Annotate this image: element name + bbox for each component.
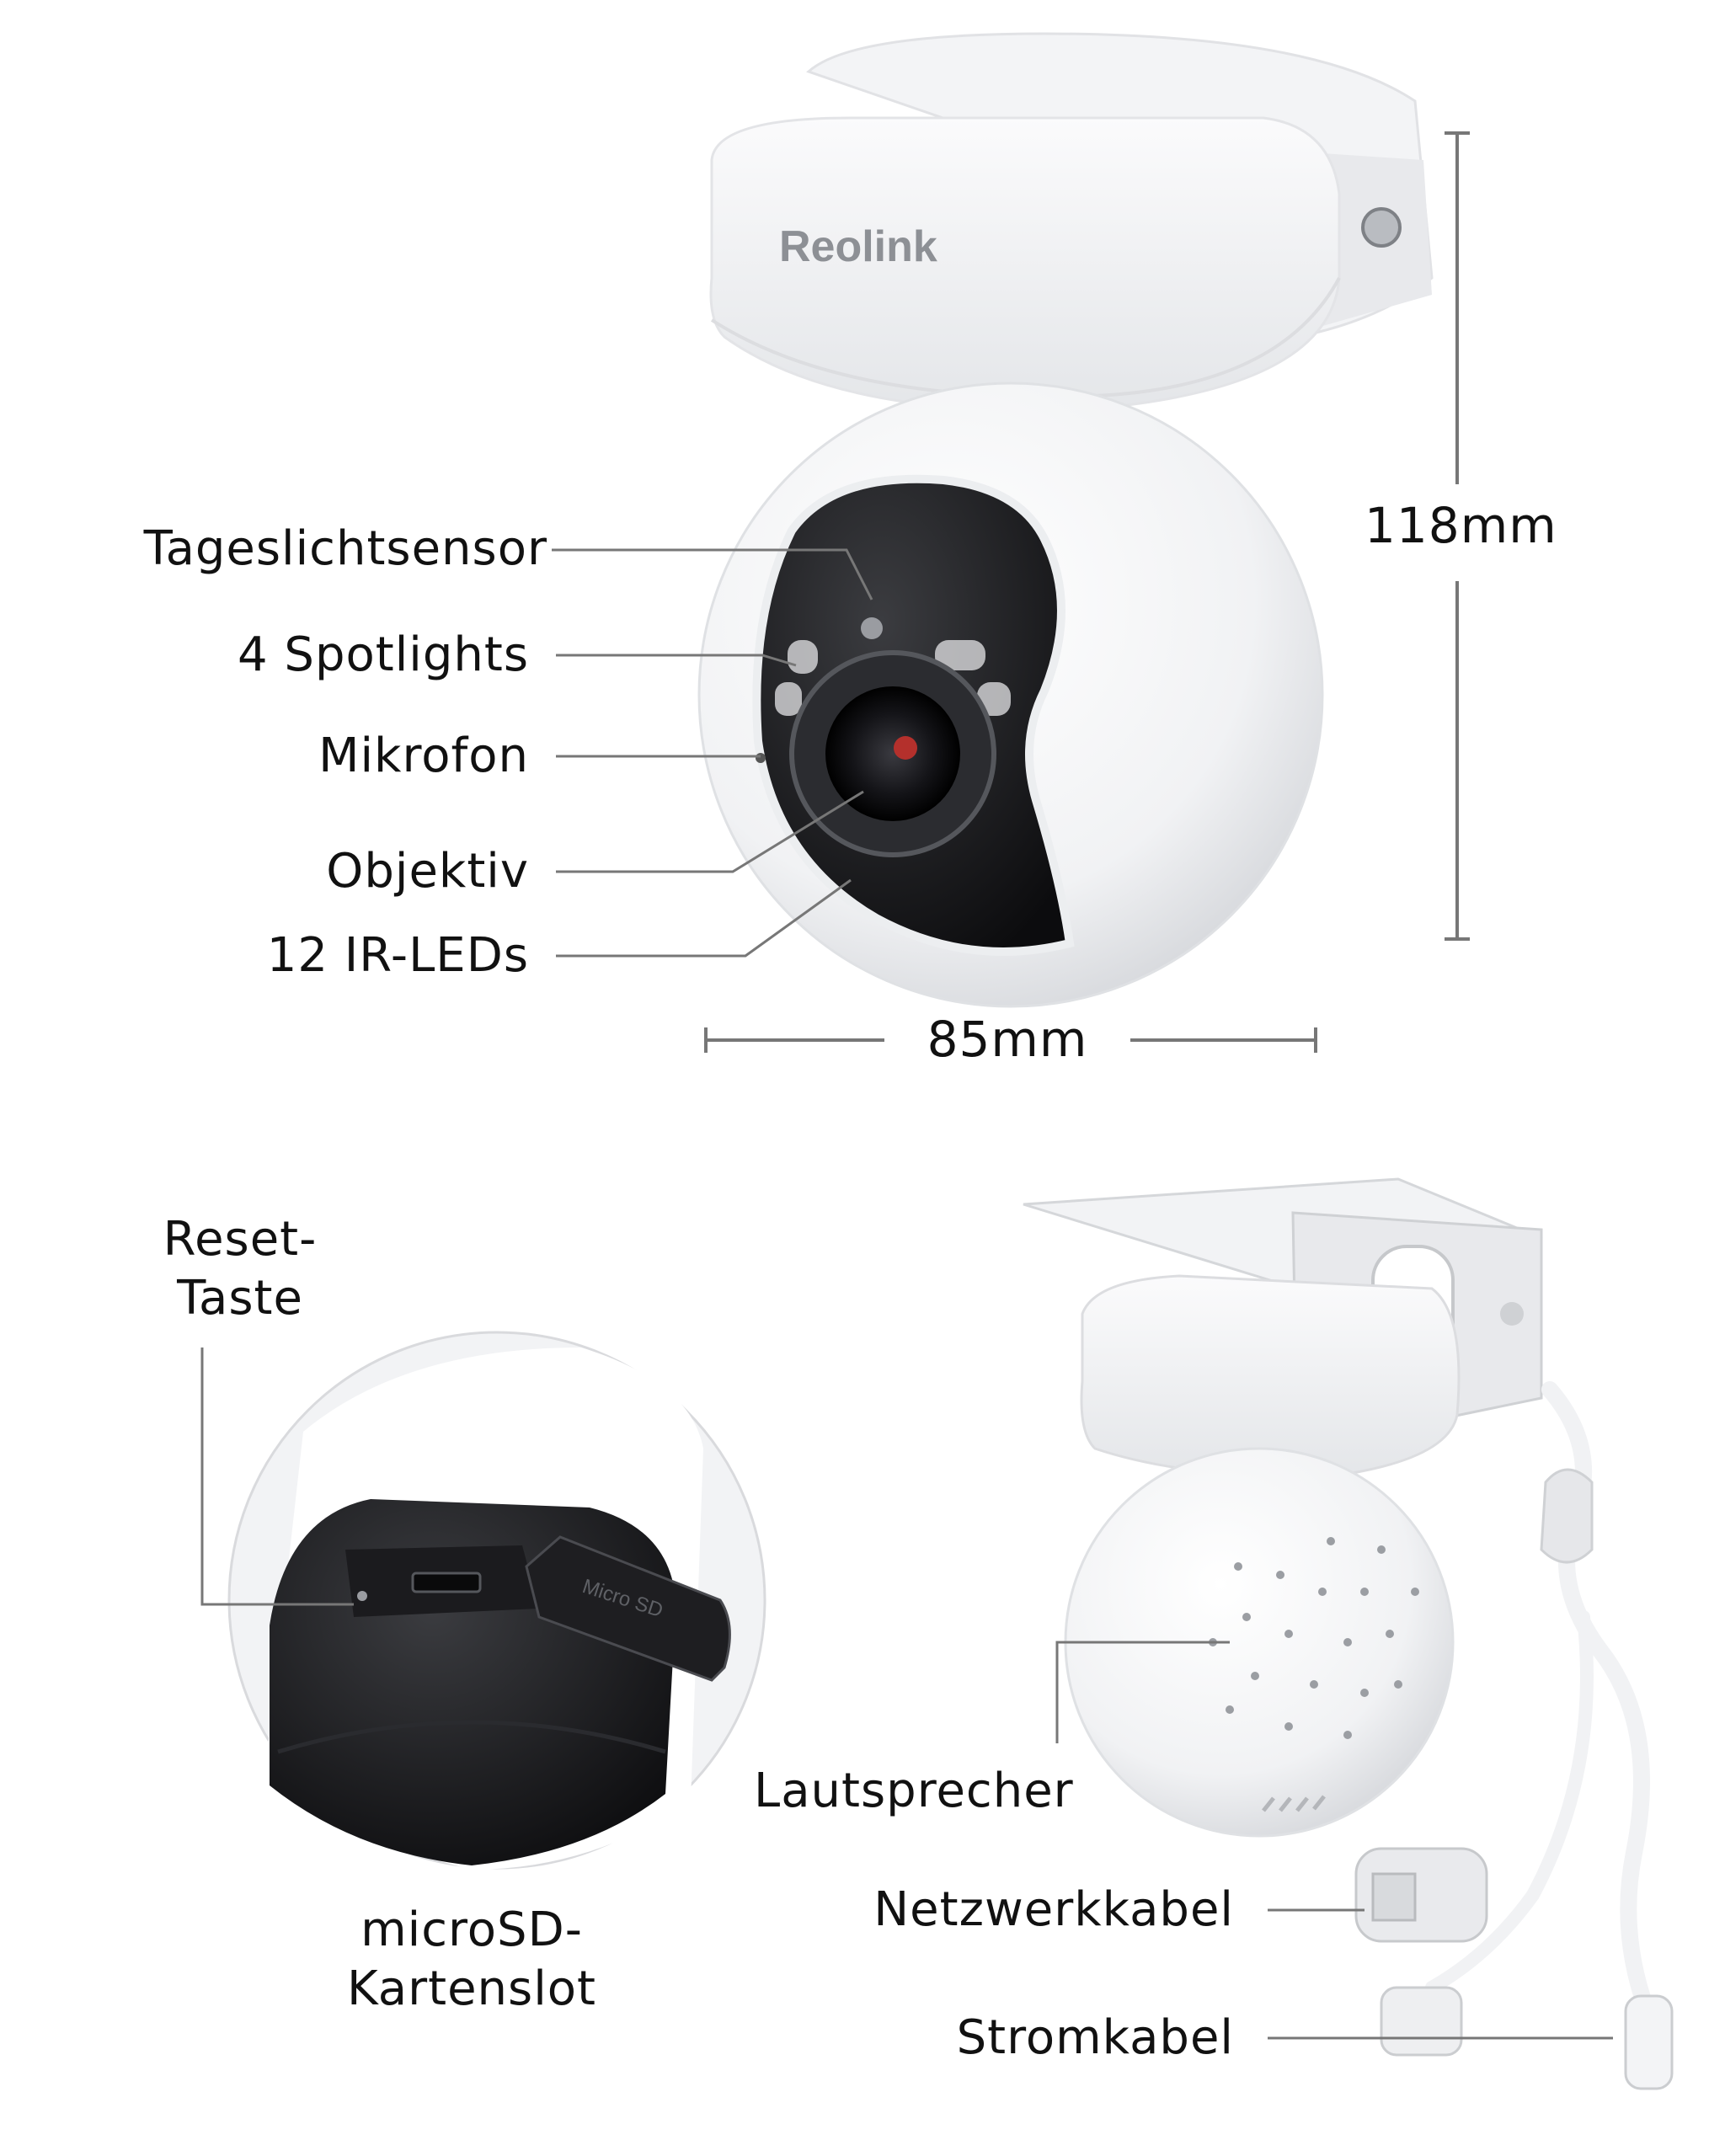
brand-logo: Reolink <box>779 222 937 271</box>
speaker-grille <box>1209 1537 1419 1739</box>
power-connector <box>1624 1994 1674 2090</box>
label-microsd-line1: microSD- <box>360 1903 583 1957</box>
mount-screw-icon <box>1361 207 1402 248</box>
microphone <box>756 753 766 763</box>
dimension-width-label: 85mm <box>927 1011 1088 1068</box>
callout-lines-bottom <box>200 1348 1613 2040</box>
label-lens: Objektiv <box>326 844 529 899</box>
label-speaker: Lautsprecher <box>754 1764 1074 1818</box>
label-microphone: Mikrofon <box>318 728 529 783</box>
daylight-sensor <box>861 617 883 639</box>
camera-back-view <box>1023 1177 1674 2090</box>
cable-branch <box>1425 1610 1594 1994</box>
mount-hole-icon <box>1500 1302 1524 1326</box>
label-spotlights: 4 Spotlights <box>237 627 529 682</box>
label-microsd-line2: Kartenslot <box>347 1961 596 2016</box>
label-power-cable: Stromkabel <box>956 2010 1234 2065</box>
camera-cap <box>709 116 1341 412</box>
dimension-height-label: 118mm <box>1365 497 1557 554</box>
callout-lines-top <box>552 548 873 958</box>
dimension-lines <box>704 131 1470 1053</box>
label-ir-leds: 12 IR-LEDs <box>266 928 529 983</box>
sd-slot-detail: Micro SD <box>227 1331 766 1870</box>
reset-button <box>357 1591 367 1601</box>
microsd-cover <box>525 1535 731 1682</box>
microsd-slot <box>411 1572 482 1593</box>
label-daylight-sensor: Tageslichtsensor <box>143 521 547 576</box>
label-reset-line1: Reset- <box>163 1212 318 1267</box>
label-network-cable: Netzwerkkabel <box>873 1882 1234 1937</box>
label-reset-line2: Taste <box>177 1271 303 1326</box>
camera-front-view: Reolink <box>697 32 1434 1008</box>
